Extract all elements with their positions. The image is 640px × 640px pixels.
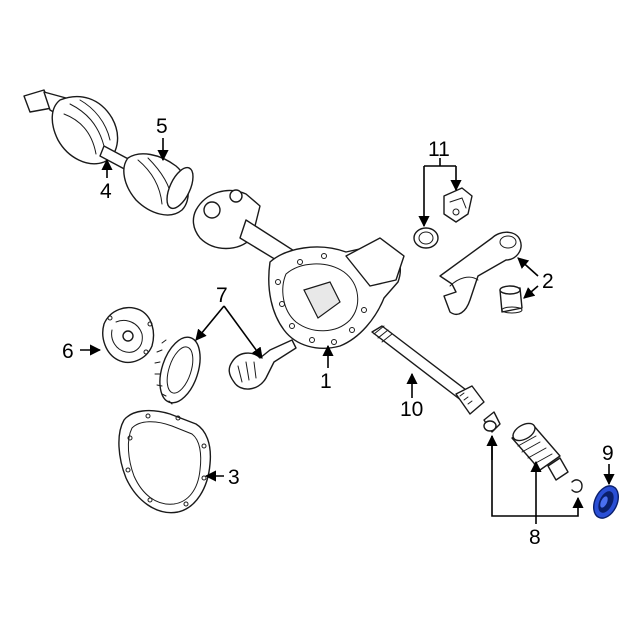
ring-and-pinion-part[interactable] [152,332,297,408]
callout-9: 9 [602,442,614,465]
callout-4: 4 [100,180,112,203]
seal-and-bracket-part[interactable] [413,187,473,249]
axle-housing-part[interactable] [192,189,405,349]
leader-line-2a [517,257,539,277]
leader-line-2b [523,285,539,299]
differential-case-part[interactable] [102,306,155,364]
cv-axle-shaft-part[interactable] [23,89,198,216]
differential-cover-part[interactable] [118,409,212,514]
callout-10: 10 [400,398,423,421]
leader-line-7b [223,305,263,359]
leader-line-7a [195,305,225,341]
callout-8: 8 [529,526,541,549]
intermediate-shaft-part[interactable] [371,325,485,415]
output-shaft-kit-part[interactable] [483,411,583,493]
callout-11: 11 [428,138,450,161]
callout-3: 3 [228,466,240,489]
callout-1: 1 [320,370,332,393]
leader-line-8-bracket [491,436,584,517]
callout-6: 6 [62,340,74,363]
axle-seal-highlighted-part[interactable] [589,482,623,522]
callout-7: 7 [216,284,228,307]
callout-2: 2 [542,270,554,293]
callout-5: 5 [156,115,168,138]
shift-fork-part[interactable] [439,231,523,316]
